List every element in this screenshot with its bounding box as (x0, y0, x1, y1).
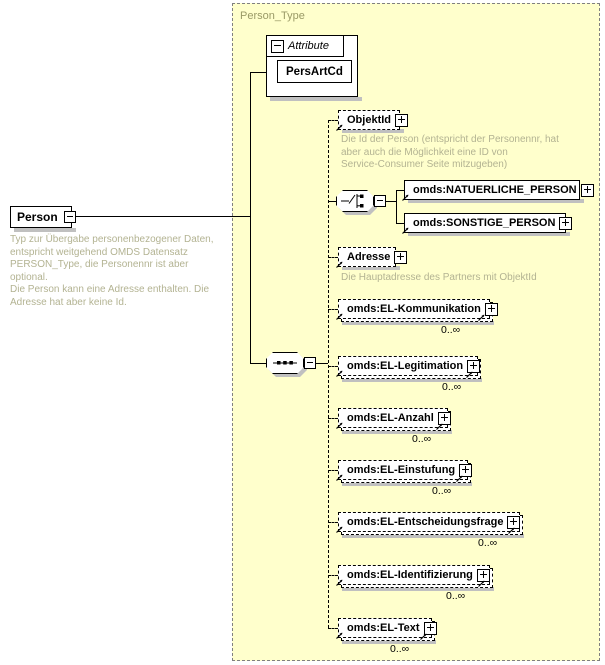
element-omds-el-kommunikation[interactable]: omds:EL-Kommunikation (338, 299, 498, 319)
connector-trunk-main (250, 72, 251, 363)
root-element-label: Person (17, 210, 58, 224)
expand-icon[interactable] (484, 302, 498, 316)
element-omds-sonstige-person[interactable]: omds:SONSTIGE_PERSON (404, 213, 573, 233)
element-omds-el-einstufung[interactable]: omds:EL-Einstufung (338, 460, 473, 480)
element-label: omds:EL-Identifizierung (347, 568, 473, 581)
sonstige-person-shadow (408, 232, 570, 236)
element-label: ObjektId (347, 113, 392, 126)
element-omds-el-text[interactable]: omds:EL-Text (338, 618, 437, 638)
element-objektid[interactable]: ObjektId (338, 110, 409, 130)
connector-root-to-tree (76, 216, 250, 217)
element-label: omds:SONSTIGE_PERSON (413, 216, 556, 229)
attribute-box-shadow (270, 97, 362, 101)
connector-sequence-to-trunk (316, 363, 328, 364)
connector-to-adresse (328, 257, 338, 258)
element-label: omds:EL-Text (347, 621, 420, 634)
attribute-header-label: Attribute (288, 40, 329, 52)
element-label: Adresse (347, 250, 391, 263)
connector-choice-out (386, 201, 396, 202)
connector-to-el-identifizierung (328, 575, 338, 576)
expand-icon[interactable] (437, 411, 451, 425)
expand-icon[interactable] (394, 250, 408, 264)
sequence-collapse-icon[interactable] (304, 357, 316, 369)
element-label: omds:EL-Kommunikation (347, 302, 481, 315)
el-identifizierung-shadow (342, 587, 494, 591)
attribute-item-persartcd[interactable]: PersArtCd (277, 60, 352, 83)
el-einstufung-cardinality: 0..∞ (432, 485, 452, 497)
connector-to-el-anzahl (328, 418, 338, 419)
root-element-person[interactable]: Person (10, 206, 72, 228)
connector-choice-split (396, 190, 397, 223)
el-anzahl-cardinality: 0..∞ (412, 433, 432, 445)
attribute-collapse-icon[interactable] (271, 39, 284, 53)
element-omds-el-entscheidungsfrage[interactable]: omds:EL-Entscheidungsfrage (338, 512, 521, 532)
expand-icon[interactable] (467, 359, 481, 373)
element-label: omds:EL-Entscheidungsfrage (347, 515, 504, 528)
el-identifizierung-cardinality: 0..∞ (446, 590, 466, 602)
el-text-shadow (342, 640, 436, 644)
connector-to-el-einstufung (328, 470, 338, 471)
el-text-cardinality: 0..∞ (390, 643, 410, 655)
connector-to-el-kommunikation (328, 309, 338, 310)
choice-compositor-shape (336, 190, 374, 212)
expand-icon[interactable] (459, 463, 473, 477)
person-type-container (232, 3, 600, 661)
choice-icon (341, 194, 364, 208)
element-omds-el-legitimation[interactable]: omds:EL-Legitimation (338, 356, 481, 376)
root-element-shadow (14, 228, 76, 232)
element-omds-el-anzahl[interactable]: omds:EL-Anzahl (338, 408, 451, 428)
connector-to-el-text (328, 628, 338, 629)
connector-to-el-legitimation (328, 366, 338, 367)
element-label: omds:EL-Legitimation (347, 359, 464, 372)
connector-to-el-entscheidungsfrage (328, 522, 338, 523)
expand-icon[interactable] (423, 621, 437, 635)
person-type-title: Person_Type (240, 10, 305, 22)
attribute-item-label: PersArtCd (286, 65, 343, 78)
connector-choice-to-natuerliche (396, 190, 404, 191)
expand-icon[interactable] (507, 515, 521, 529)
element-label: omds:EL-Anzahl (347, 411, 434, 424)
natuerliche-person-shadow (408, 199, 584, 203)
el-einstufung-shadow (342, 482, 472, 486)
el-entscheidungsfrage-cardinality: 0..∞ (478, 537, 498, 549)
sequence-compositor[interactable] (266, 352, 307, 377)
el-entscheidungsfrage-shadow (342, 534, 524, 538)
adresse-shadow (342, 266, 400, 270)
el-kommunikation-cardinality: 0..∞ (441, 324, 461, 336)
expand-icon[interactable] (476, 568, 490, 582)
connector-trunk-to-choice (328, 201, 337, 202)
attribute-header[interactable]: Attribute (266, 35, 344, 57)
connector-to-attribute (250, 72, 267, 73)
root-collapse-icon[interactable] (64, 211, 76, 223)
expand-icon[interactable] (580, 183, 594, 197)
objektid-annotation: Die Id der Person (entspricht der Person… (341, 134, 559, 170)
connector-children-trunk (328, 120, 329, 628)
element-omds-natuerliche-person[interactable]: omds:NATUERLICHE_PERSON (404, 180, 594, 200)
connector-choice-to-sonstige (396, 223, 404, 224)
expand-icon[interactable] (559, 216, 573, 230)
el-kommunikation-shadow (342, 321, 494, 325)
el-legitimation-shadow (342, 378, 482, 382)
element-label: omds:NATUERLICHE_PERSON (413, 183, 577, 196)
element-adresse[interactable]: Adresse (338, 247, 408, 267)
root-annotation: Typ zur Übergabe personenbezogener Daten… (10, 234, 214, 308)
el-legitimation-cardinality: 0..∞ (442, 381, 462, 393)
connector-to-sequence (250, 363, 266, 364)
expand-icon[interactable] (395, 113, 409, 127)
sequence-icon (273, 361, 297, 365)
element-omds-el-identifizierung[interactable]: omds:EL-Identifizierung (338, 565, 490, 585)
choice-collapse-icon[interactable] (374, 195, 386, 207)
adresse-annotation: Die Hauptadresse des Partners mit Objekt… (341, 272, 537, 283)
element-label: omds:EL-Einstufung (347, 463, 456, 476)
el-anzahl-shadow (342, 430, 452, 434)
connector-to-objektid (328, 120, 338, 121)
choice-compositor[interactable] (336, 190, 377, 215)
objektid-shadow (342, 129, 404, 133)
